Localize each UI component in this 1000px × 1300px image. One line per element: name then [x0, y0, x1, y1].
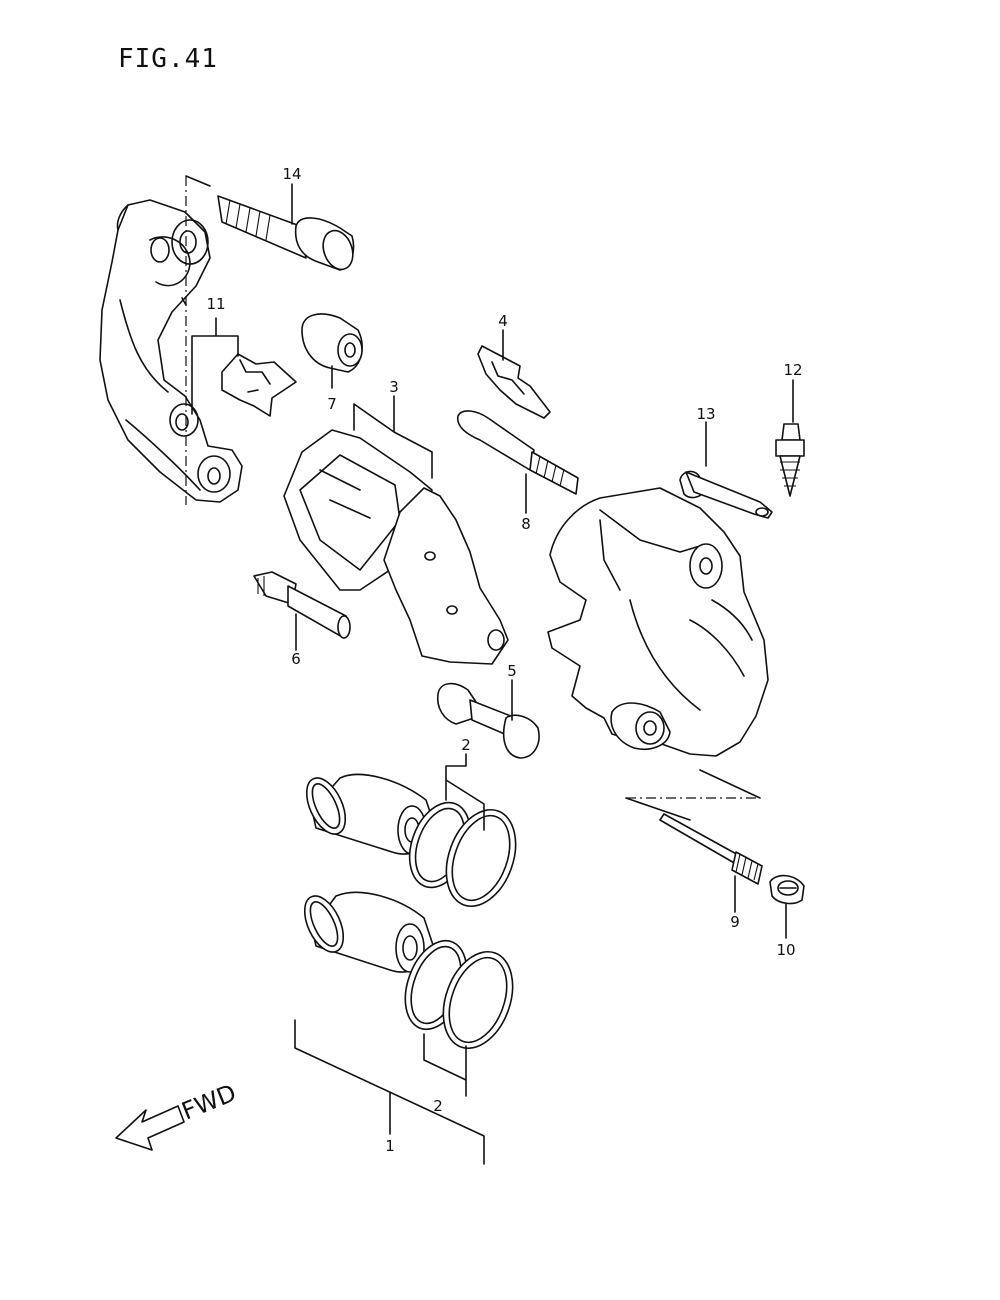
pin-8	[456, 410, 579, 495]
piston-lower	[303, 891, 514, 1050]
plug-10	[769, 874, 805, 905]
callout-numbers: 14 11 4 12 3 7 13 8 6 5 2 9 10 2 1	[206, 165, 802, 1155]
leader-lines	[191, 183, 794, 1165]
bleeder-cap-13	[679, 470, 773, 519]
callout-13: 13	[696, 405, 715, 423]
callout-11: 11	[206, 295, 225, 313]
brake-pads-3	[283, 429, 509, 665]
callout-9: 9	[730, 913, 740, 931]
alignment-lines	[181, 175, 761, 821]
callout-7: 7	[327, 395, 337, 413]
piston-upper	[305, 773, 517, 908]
callout-12: 12	[783, 361, 802, 379]
bolt-14	[217, 195, 355, 271]
callout-1: 1	[385, 1137, 395, 1155]
callout-6: 6	[291, 650, 301, 668]
callout-3: 3	[389, 378, 399, 396]
fwd-arrow: FWD	[115, 1079, 240, 1151]
callout-2-lower: 2	[433, 1097, 443, 1115]
caliper-body	[547, 487, 769, 757]
fwd-label: FWD	[178, 1079, 240, 1126]
pad-clip-4	[477, 345, 551, 419]
pin-9	[659, 813, 763, 885]
callout-4: 4	[498, 312, 508, 330]
callout-5: 5	[507, 662, 517, 680]
callout-8: 8	[521, 515, 531, 533]
pin-6	[253, 571, 351, 639]
callout-2-upper: 2	[461, 736, 471, 754]
callout-10: 10	[776, 941, 795, 959]
bolt-5	[436, 682, 540, 759]
bleeder-valve-12	[775, 423, 805, 497]
pad-spring-11	[221, 353, 297, 417]
caliper-bracket	[99, 199, 243, 503]
figure-title: FIG.41	[118, 44, 218, 74]
callout-14: 14	[282, 165, 301, 183]
boot-7	[301, 313, 363, 373]
